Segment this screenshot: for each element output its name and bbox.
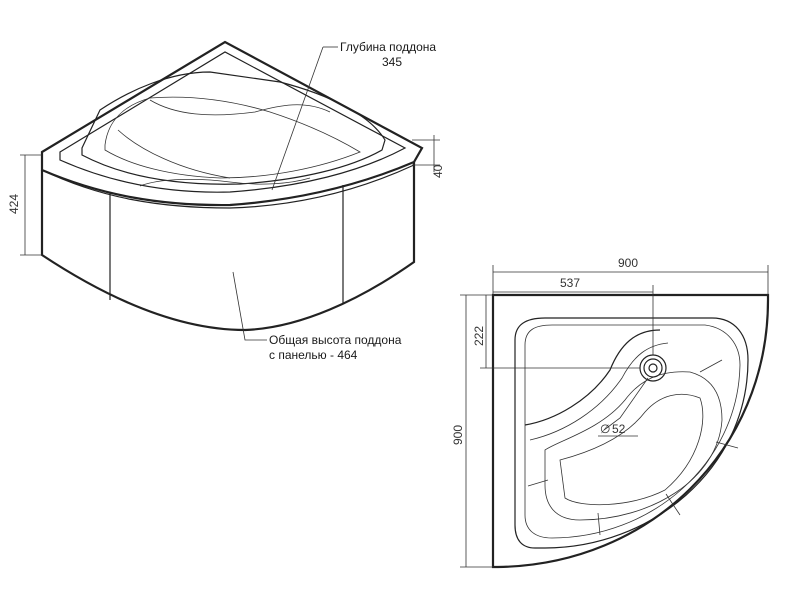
drain-inner-icon (648, 363, 658, 373)
depth-value: 345 (382, 55, 402, 69)
dim-900-top-label: 900 (618, 256, 638, 270)
seat-ridge-2 (117, 129, 231, 179)
dim-40-label: 40 (431, 164, 445, 178)
floor-seg-5 (527, 479, 549, 487)
floor-seg-1 (699, 359, 723, 373)
plan-floor (544, 371, 723, 521)
plan-view: 900 537 222 900 ∅ 52 (451, 256, 770, 569)
basin-outline (81, 71, 386, 185)
drain-mid-icon (643, 358, 663, 378)
front-panel (40, 162, 416, 332)
plan-basin (524, 324, 741, 539)
basin-step (139, 177, 311, 187)
diameter-symbol-icon: ∅ (600, 422, 610, 436)
plan-seat-curve-2 (529, 342, 669, 441)
floor-seg-2 (715, 441, 739, 449)
basin-floor (104, 96, 361, 179)
plan-outer-outline (491, 293, 770, 569)
total-height-label-1: Общая высота поддона (269, 333, 402, 347)
total-height-leader (232, 271, 267, 341)
dim-537-label: 537 (560, 276, 580, 290)
floor-seg-4 (597, 512, 601, 536)
diameter-label: 52 (612, 422, 626, 436)
seat-ridge (149, 99, 331, 116)
dim-900-left-label: 900 (451, 425, 465, 445)
depth-label: Глубина поддона (340, 40, 436, 54)
floor-seg-3 (665, 493, 681, 516)
plan-inner-rim (514, 317, 749, 549)
panel-top-edge (41, 164, 415, 209)
plan-floor-inner (559, 393, 704, 506)
isometric-view: 424 40 Глубина поддона 345 Общая высота … (7, 40, 445, 362)
plan-seat-curve (524, 329, 661, 426)
tray-rim-inner (59, 51, 407, 193)
total-height-label-2: с панелью - 464 (269, 348, 358, 362)
dim-424-label: 424 (7, 194, 21, 214)
diameter-leader (603, 377, 649, 431)
dim-222-label: 222 (472, 326, 486, 346)
depth-leader (271, 46, 324, 191)
tray-rim-outline (40, 40, 424, 207)
